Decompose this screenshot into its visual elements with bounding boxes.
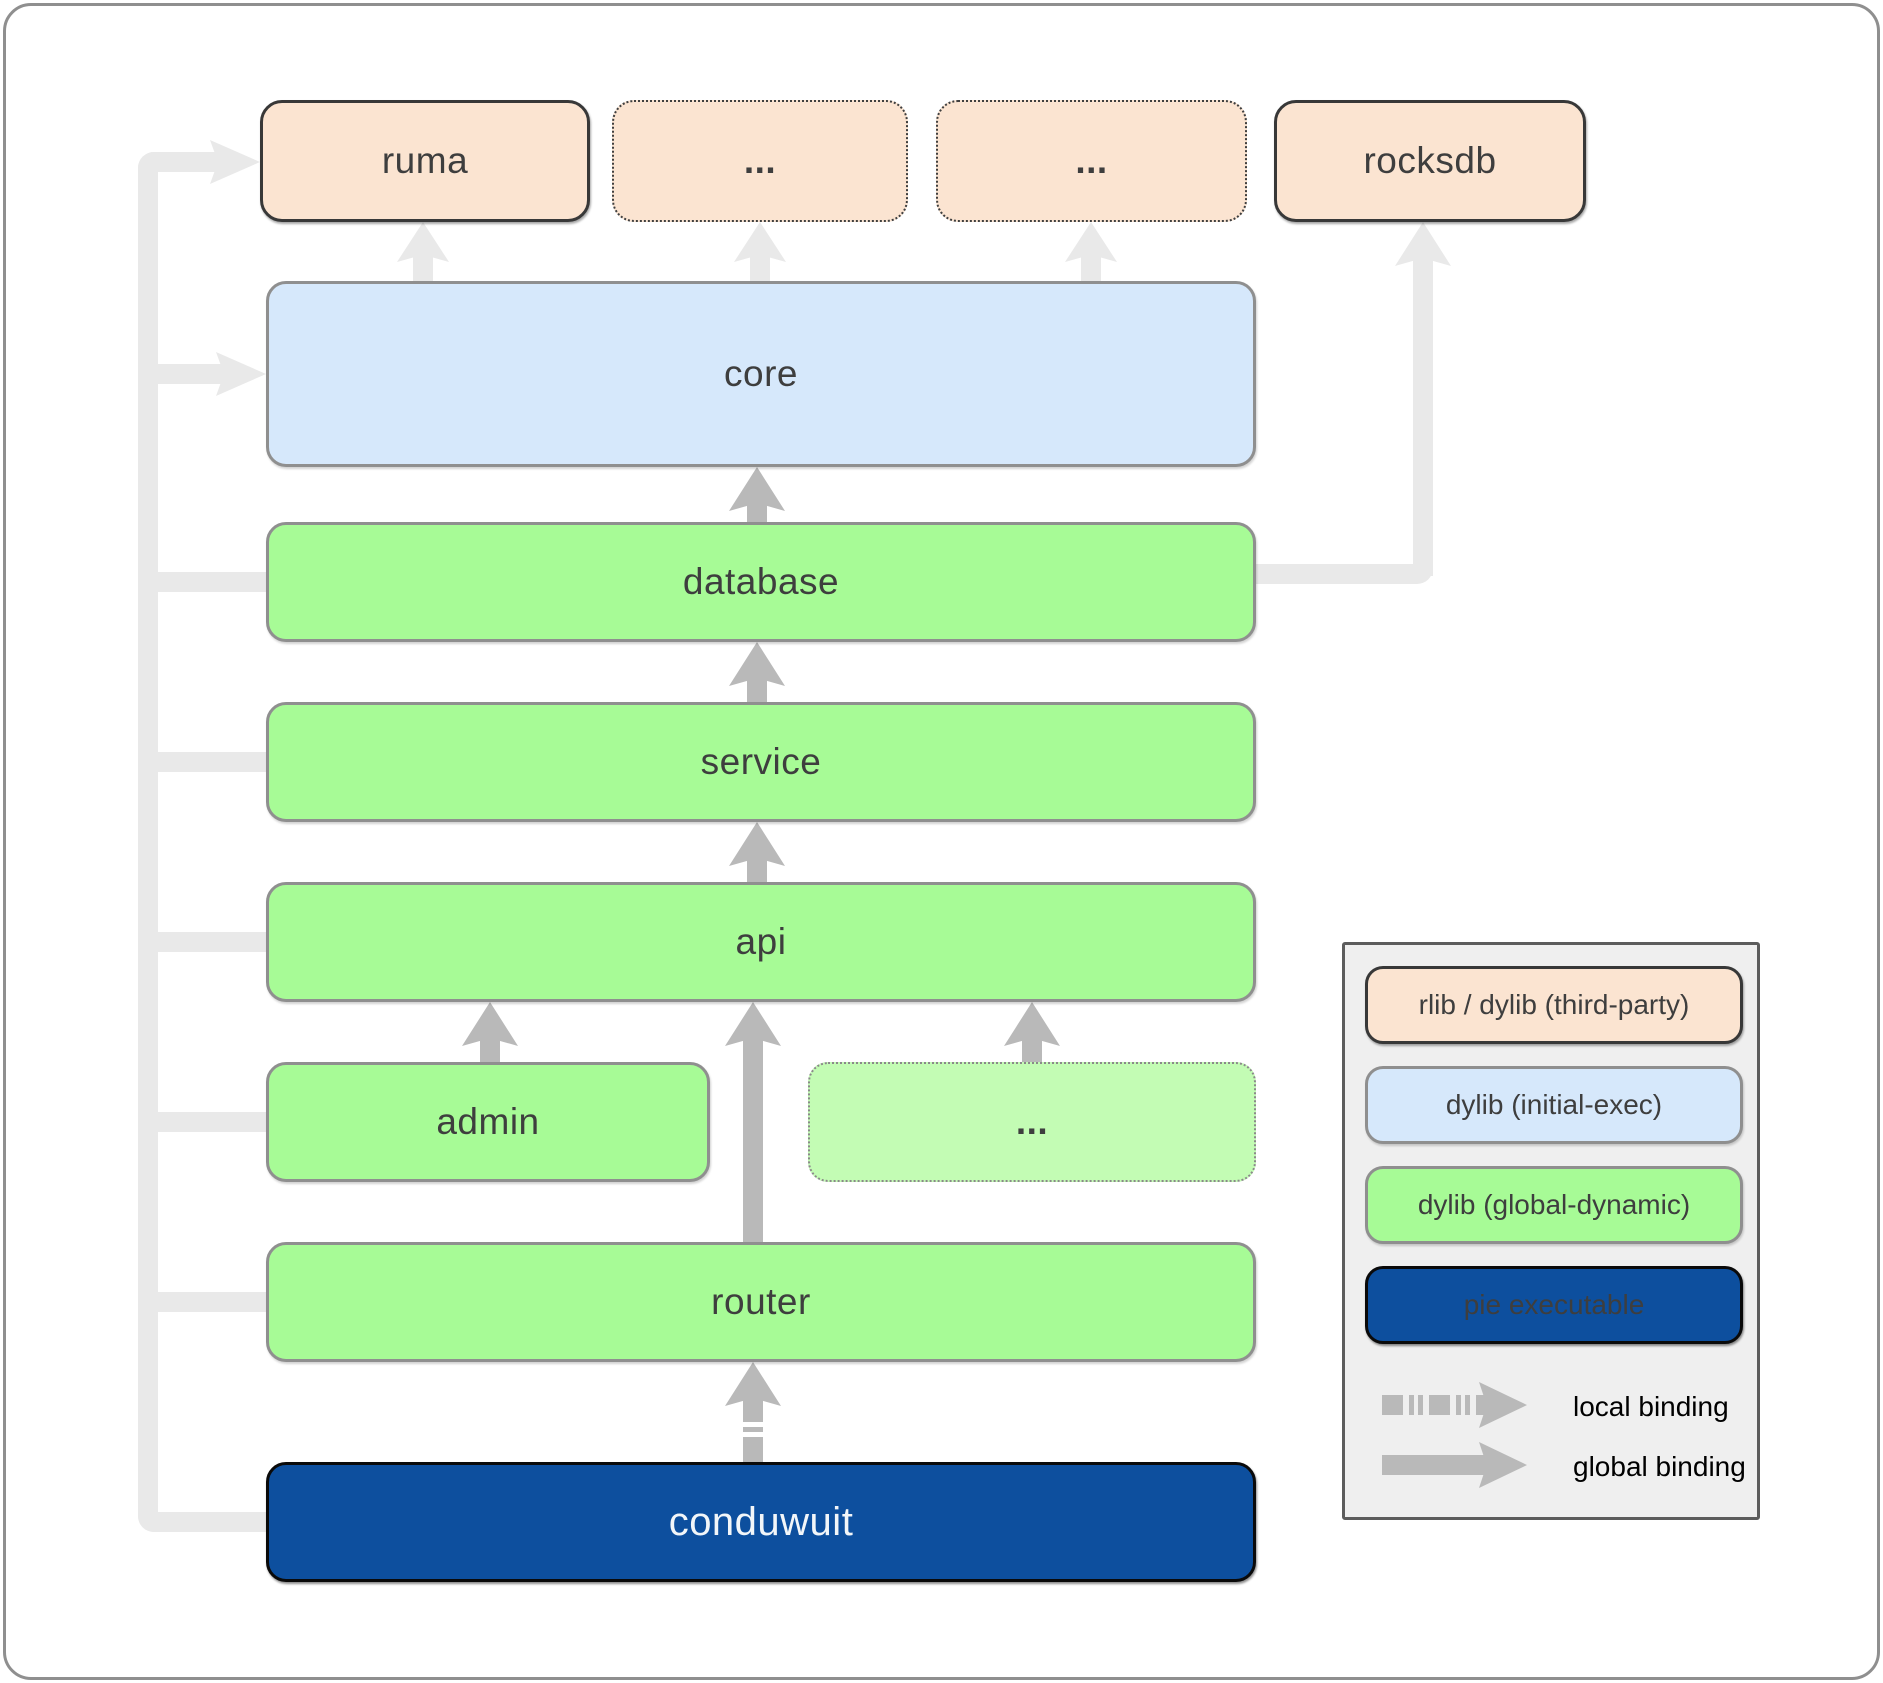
node-admin-label: admin <box>436 1101 540 1142</box>
node-more-api-label: ... <box>1015 1101 1049 1142</box>
arrow-conduwuit-to-router-dash-gap <box>743 1432 763 1437</box>
node-database: database <box>266 522 1256 642</box>
arrow-more-to-api-shaft <box>1022 1036 1042 1062</box>
legend-item-pie-executable-label: pie executable <box>1463 1289 1645 1320</box>
arrow-admin-to-api-shaft <box>480 1036 500 1062</box>
node-router-label: router <box>711 1281 811 1322</box>
arrow-service-to-database-shaft <box>747 676 767 702</box>
node-more-top-1-label: ... <box>743 140 777 181</box>
node-more-api: ... <box>808 1062 1256 1182</box>
node-rocksdb-label: rocksdb <box>1363 140 1497 181</box>
node-admin: admin <box>266 1062 710 1182</box>
branch-to-api <box>138 932 266 952</box>
legend-item-initial-exec: dylib (initial-exec) <box>1365 1066 1743 1144</box>
branch-to-database <box>138 572 266 592</box>
node-conduwuit: conduwuit <box>266 1462 1256 1582</box>
node-more-top-1: ... <box>612 100 908 222</box>
branch-to-ruma <box>138 152 222 172</box>
legend-item-third-party-label: rlib / dylib (third-party) <box>1418 989 1690 1020</box>
node-core-label: core <box>724 353 798 394</box>
legend-item-pie-executable: pie executable <box>1365 1266 1743 1344</box>
arrow-conduwuit-to-router-shaft <box>743 1396 763 1462</box>
arrow-api-to-service-shaft <box>747 856 767 882</box>
branch-to-admin <box>138 1112 266 1132</box>
branch-to-router <box>138 1292 266 1312</box>
solid-shaft <box>1382 1455 1498 1475</box>
branch-from-conduwuit <box>138 1512 266 1532</box>
legend-item-global-dynamic: dylib (global-dynamic) <box>1365 1166 1743 1244</box>
node-api: api <box>266 882 1256 1002</box>
dash-segment <box>1456 1395 1461 1415</box>
node-api-label: api <box>735 921 787 962</box>
legend-global-binding-arrow <box>1382 1442 1527 1488</box>
arrow-database-to-rocksdb-vertical <box>1413 256 1433 576</box>
legend-item-initial-exec-label: dylib (initial-exec) <box>1445 1089 1663 1120</box>
legend-item-global-dynamic-label: dylib (global-dynamic) <box>1417 1189 1691 1220</box>
page-border <box>3 3 1880 1680</box>
dash-segment <box>1429 1395 1450 1415</box>
node-more-top-2-label: ... <box>1075 140 1108 181</box>
arrow-conduwuit-to-router-dash-gap <box>743 1422 763 1427</box>
node-router: router <box>266 1242 1256 1362</box>
node-ruma: ruma <box>260 100 590 222</box>
dash-segment <box>1418 1395 1423 1415</box>
arrow-core-to-more1-shaft <box>750 252 770 281</box>
arrow-database-to-core-shaft <box>747 501 767 522</box>
node-rocksdb: rocksdb <box>1274 100 1586 222</box>
node-core: core <box>266 281 1256 467</box>
node-service-label: service <box>700 741 822 782</box>
legend-local-binding-label: local binding <box>1573 1391 1729 1422</box>
node-database-label: database <box>682 561 840 602</box>
arrow-core-to-more2-shaft <box>1081 252 1101 281</box>
legend-local-binding-arrow <box>1382 1382 1527 1428</box>
branch-to-core <box>138 364 230 384</box>
arrow-router-to-api-shaft <box>743 1036 763 1242</box>
left-trunk-line <box>138 152 158 1532</box>
node-ruma-label: ruma <box>381 140 469 181</box>
arrow-database-to-rocksdb-horizontal <box>1256 564 1433 584</box>
arrow-core-to-ruma-shaft <box>413 252 433 281</box>
legend-global-binding-label: global binding <box>1573 1451 1746 1482</box>
node-service: service <box>266 702 1256 822</box>
node-more-top-2: ... <box>936 100 1247 222</box>
legend-panel: rlib / dylib (third-party) dylib (initia… <box>1342 942 1760 1520</box>
dash-segment <box>1409 1395 1414 1415</box>
node-conduwuit-label: conduwuit <box>668 1499 854 1544</box>
dash-segment <box>1382 1395 1403 1415</box>
dash-segment <box>1465 1395 1470 1415</box>
legend-item-third-party: rlib / dylib (third-party) <box>1365 966 1743 1044</box>
branch-to-service <box>138 752 266 772</box>
